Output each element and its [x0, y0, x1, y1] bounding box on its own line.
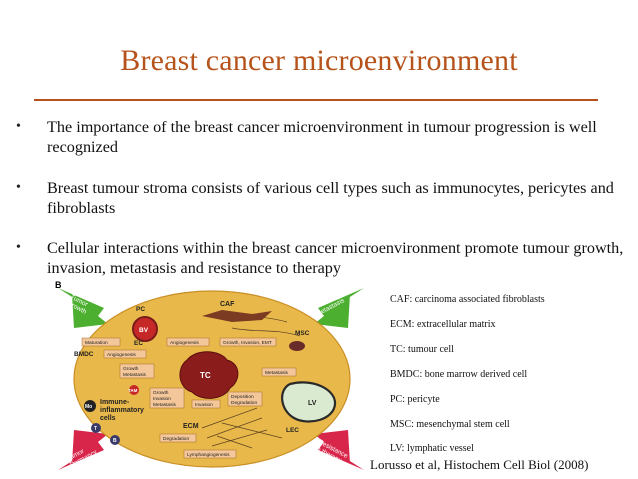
bullet-marker: •: [16, 180, 21, 195]
blood-vessel: [132, 316, 158, 342]
legend-item: LV: lymphatic vessel: [390, 443, 474, 454]
legend-item: MSC: mesenchymal stem cell: [390, 419, 510, 430]
arrow-resistance-therapy: [314, 430, 364, 470]
angiogenesis-label-left: Angiogenesis: [107, 352, 136, 358]
growth-invasion-metastasis-box: [149, 387, 185, 409]
lv-label: LV: [308, 400, 317, 407]
lymphangiogenesis-label: Lymphangiogenesis: [187, 452, 230, 458]
maturation-label: Maturation: [85, 340, 108, 346]
mo-label: Mo: [85, 404, 92, 410]
box-line: Metastasis: [123, 372, 147, 378]
caf-cell: [202, 310, 272, 322]
tc-label: TC: [200, 371, 211, 380]
bullet-text: Cellular interactions within the breast …: [47, 239, 624, 277]
pc-label: PC: [136, 306, 145, 313]
deposition-degradation-box: [227, 391, 263, 407]
caf-label: CAF: [220, 301, 235, 308]
growth-invasion-emt-box: [219, 337, 277, 347]
t-cell: [91, 423, 101, 433]
msc-cell: [289, 341, 305, 351]
lymphangiogenesis-box: [183, 449, 237, 459]
lec-label: LEC: [286, 427, 299, 434]
panel-label: B: [55, 280, 62, 290]
angiogenesis-label-center: Angiogenesis: [170, 340, 199, 346]
bullet-text: The importance of the breast cancer micr…: [47, 118, 597, 156]
title-underline: [34, 99, 598, 101]
deposition-degradation-label: Deposition Degradation: [231, 394, 257, 406]
growth-invasion-metastasis-label: Growth Invasion Metastasis: [153, 390, 177, 408]
growth-metastasis-box: [119, 363, 155, 379]
arrow-invasion-metastasis: [314, 288, 364, 328]
invasion-box: [191, 399, 221, 409]
bullet-item: • Breast tumour stroma consists of vario…: [16, 178, 626, 218]
arrow-tumor-dormancy: [58, 430, 108, 470]
angiogenesis-box-center: [166, 337, 210, 347]
tam-label: TAM: [128, 388, 138, 393]
growth-invasion-emt-label: Growth, Invasion, EMT: [223, 340, 272, 346]
tumor-cell: [179, 351, 239, 399]
lymphatic-vessel: [281, 381, 337, 423]
box-line: Deposition: [231, 394, 254, 400]
microenvironment-diagram: Tumor Growth Invasion & Metastasis Tumor…: [55, 280, 364, 470]
bullet-item: • Cellular interactions within the breas…: [16, 238, 626, 278]
bullet-text: Breast tumour stroma consists of various…: [47, 179, 614, 217]
t-label: T: [94, 426, 97, 432]
legend-item: ECM: extracellular matrix: [390, 319, 496, 330]
box-line: Growth: [153, 390, 169, 396]
immune-line: Immune-: [100, 399, 130, 406]
box-line: Degradation: [231, 400, 257, 406]
legend-item: PC: pericyte: [390, 394, 440, 405]
growth-metastasis-label: Growth Metastasis: [123, 366, 147, 378]
b-cell: [110, 435, 120, 445]
arrow-tumor-growth: [58, 288, 108, 328]
legend-item: CAF: carcinoma associated fibroblasts: [390, 294, 545, 305]
legend-item: TC: tumour cell: [390, 344, 454, 355]
degradation-label: Degradation: [163, 436, 189, 442]
bullet-item: • The importance of the breast cancer mi…: [16, 117, 626, 157]
msc-label: MSC: [295, 330, 310, 337]
ec-label: EC: [134, 340, 143, 347]
mo-cell: [84, 400, 96, 412]
immune-cells-label: Immune- inflammatory cells: [100, 399, 146, 422]
angiogenesis-box-left: [103, 349, 147, 359]
tam-cell: [129, 385, 139, 395]
metastasis-box: [261, 367, 297, 377]
legend-item: BMDC: bone marrow derived cell: [390, 369, 528, 380]
degradation-box: [159, 433, 197, 443]
metastasis-label: Metastasis: [265, 370, 289, 376]
immune-line: cells: [100, 415, 116, 422]
bv-label: BV: [139, 327, 149, 334]
ecm-label: ECM: [183, 423, 199, 430]
box-line: Metastasis: [153, 402, 177, 408]
maturation-box: [81, 337, 121, 347]
box-line: Invasion: [153, 396, 171, 402]
bmdc-label: BMDC: [74, 351, 94, 358]
b-label: B: [113, 438, 117, 444]
citation: Lorusso et al, Histochem Cell Biol (2008…: [370, 457, 589, 472]
invasion-label: Invasion: [195, 402, 213, 408]
bullet-marker: •: [16, 119, 21, 134]
immune-line: inflammatory: [100, 407, 144, 414]
box-line: Growth: [123, 366, 139, 372]
slide-title: Breast cancer microenvironment: [120, 44, 518, 77]
bullet-marker: •: [16, 240, 21, 255]
